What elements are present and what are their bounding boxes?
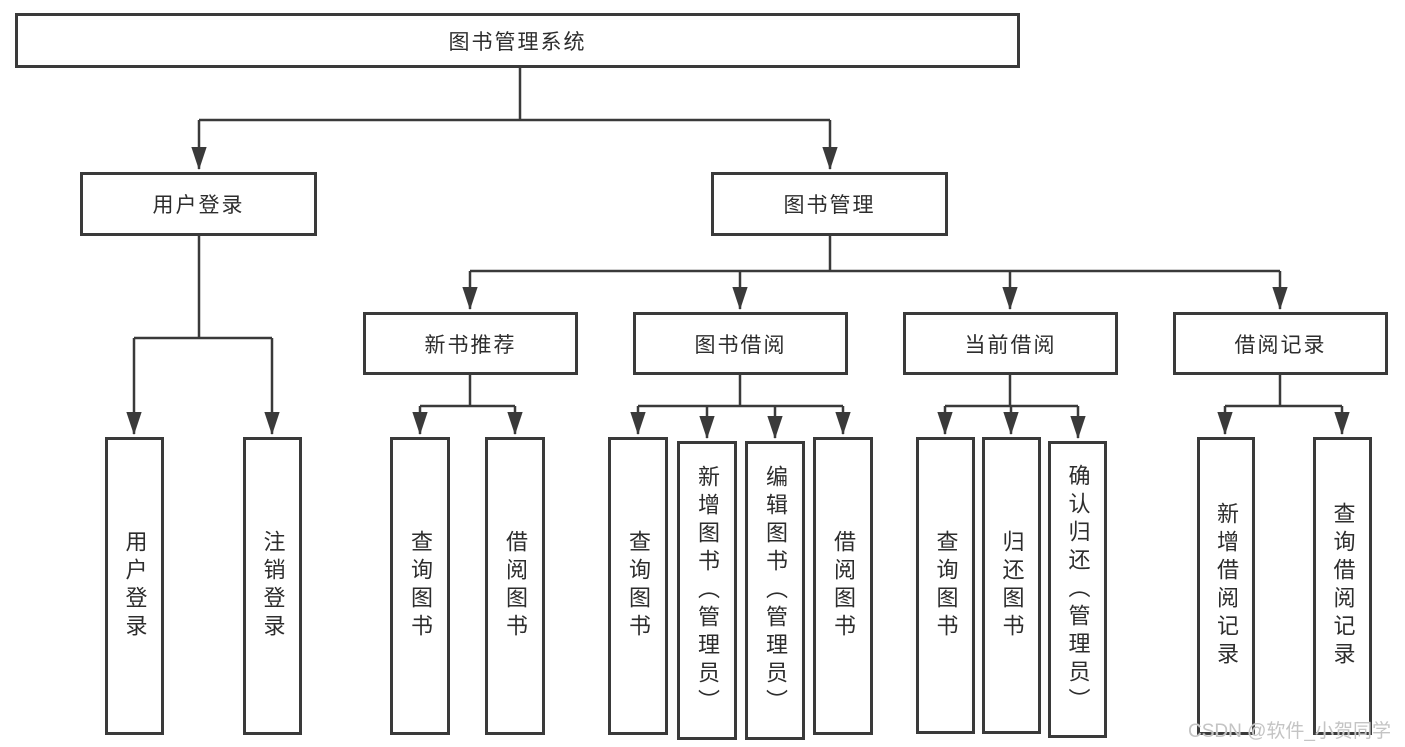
leaf-recommend-borrow-book: 借阅图书 [485, 437, 545, 735]
node-current-borrow: 当前借阅 [903, 312, 1118, 375]
leaf-recommend-query-book: 查询图书 [390, 437, 450, 735]
leaf-return-book: 归还图书 [982, 437, 1041, 734]
leaf-add-book-admin: 新增图书（管理员） [677, 441, 737, 740]
leaf-edit-book-admin: 编辑图书（管理员） [745, 441, 805, 740]
node-new-book-recommend: 新书推荐 [363, 312, 578, 375]
node-book-management: 图书管理 [711, 172, 948, 236]
node-borrow-record: 借阅记录 [1173, 312, 1388, 375]
leaf-add-borrow-record: 新增借阅记录 [1197, 437, 1255, 735]
leaf-logout-login: 注销登录 [243, 437, 302, 735]
leaf-borrow-book: 借阅图书 [813, 437, 873, 735]
node-book-borrow: 图书借阅 [633, 312, 848, 375]
csdn-watermark: CSDN @软件_小贺同学 [1188, 721, 1391, 742]
leaf-borrow-query-book: 查询图书 [608, 437, 668, 735]
node-library-management-system: 图书管理系统 [15, 13, 1020, 68]
leaf-query-borrow-record: 查询借阅记录 [1313, 437, 1372, 735]
leaf-user-login: 用户登录 [105, 437, 164, 735]
node-user-login: 用户登录 [80, 172, 317, 236]
leaf-confirm-return-admin: 确认归还（管理员） [1048, 441, 1107, 738]
leaf-current-query-book: 查询图书 [916, 437, 975, 734]
